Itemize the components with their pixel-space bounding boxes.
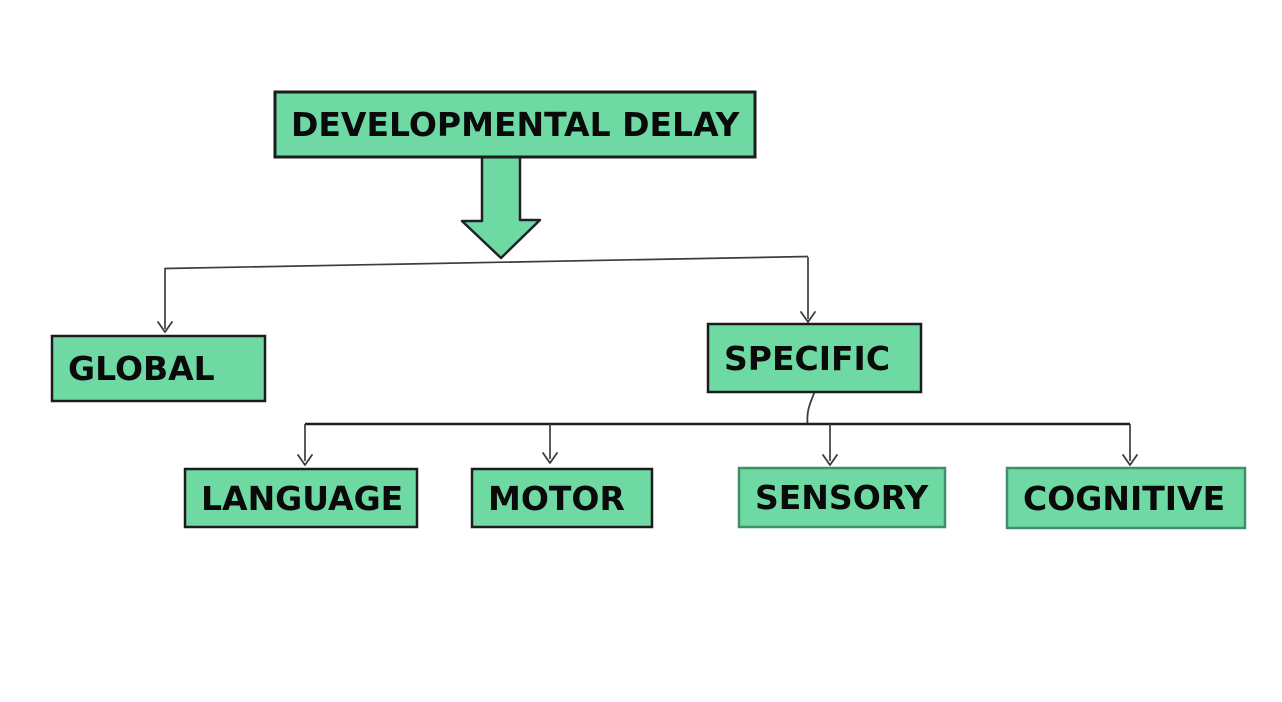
node-language-box — [183, 467, 419, 529]
node-sensory-box — [737, 466, 947, 529]
language-arrowhead-icon — [297, 454, 313, 466]
edge-specific-feed-line — [806, 391, 816, 424]
node-motor-box — [470, 467, 654, 529]
sensory-arrowhead-icon — [822, 454, 838, 466]
specific-arrowhead-icon — [800, 311, 816, 323]
cognitive-arrowhead-icon — [1122, 454, 1138, 466]
node-global-box — [50, 334, 267, 403]
global-arrowhead-icon — [157, 321, 173, 333]
node-cognitive-box — [1005, 466, 1247, 530]
node-specific-box — [706, 322, 923, 394]
node-developmental-delay-box — [273, 90, 757, 159]
down-block-arrow-icon — [460, 155, 542, 260]
edge-root-branch-line — [164, 255, 809, 270]
motor-arrowhead-icon — [542, 452, 558, 464]
